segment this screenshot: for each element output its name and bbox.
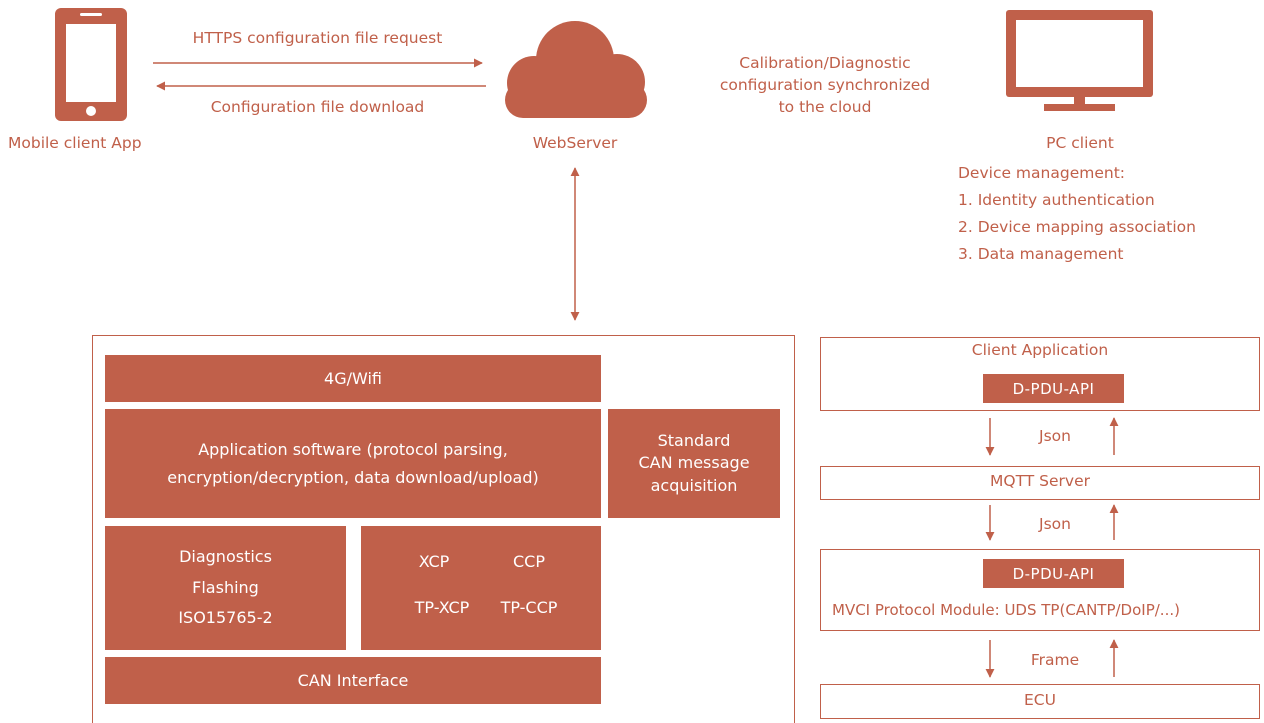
can-acquisition-line: acquisition — [650, 475, 738, 495]
tp-xcp-label: TP-XCP — [414, 598, 470, 617]
json-label-2: Json — [1039, 515, 1071, 533]
pc-client-label: PC client — [1046, 134, 1114, 152]
application-software-block: Application software (protocol parsing, … — [105, 409, 601, 518]
device-management-title: Device management: — [958, 164, 1125, 182]
can-interface-label: CAN Interface — [297, 670, 409, 690]
request-label: HTTPS configuration file request — [192, 29, 443, 47]
download-label: Configuration file download — [210, 98, 425, 116]
ecu-box — [820, 684, 1260, 719]
device-management-item: 1. Identity authentication — [958, 191, 1155, 209]
can-acquisition-line: Standard — [657, 430, 731, 450]
monitor-icon — [1006, 10, 1153, 111]
can-acquisition-line: CAN message — [638, 453, 750, 473]
device-frame — [92, 335, 795, 723]
sync-line: to the cloud — [778, 98, 872, 116]
pdu-api-bottom: D-PDU-API — [983, 559, 1124, 588]
device-management-item: 2. Device mapping association — [958, 218, 1196, 236]
xcp-label: XCP — [418, 552, 450, 571]
mqtt-server-box — [820, 466, 1260, 500]
sync-line: Calibration/Diagnostic — [739, 54, 911, 72]
tp-ccp-label: TP-CCP — [500, 598, 558, 617]
diagnostics-line: Flashing — [192, 577, 259, 597]
ecu-label: ECU — [1024, 691, 1056, 709]
frame-label: Frame — [1030, 651, 1080, 669]
mqtt-server-label: MQTT Server — [990, 472, 1090, 490]
webserver-label: WebServer — [532, 134, 618, 152]
sync-note: Calibration/Diagnostic configuration syn… — [680, 52, 970, 118]
diagnostics-block: Diagnostics Flashing ISO15765-2 — [105, 526, 346, 650]
protocols-block: XCP CCP TP-XCP TP-CCP — [361, 526, 601, 650]
mobile-client-label: Mobile client App — [8, 134, 142, 152]
phone-icon — [55, 8, 127, 121]
application-software-line: encryption/decryption, data download/upl… — [167, 467, 539, 487]
pdu-api-top-label: D-PDU-API — [1012, 379, 1095, 398]
cloud-icon — [505, 21, 647, 118]
sync-line: configuration synchronized — [719, 76, 931, 94]
json-label-1: Json — [1039, 427, 1071, 445]
client-application-label: Client Application — [971, 341, 1109, 359]
pdu-api-bottom-label: D-PDU-API — [1012, 564, 1095, 583]
diagnostics-line: ISO15765-2 — [178, 608, 273, 628]
application-software-line: Application software (protocol parsing, — [198, 439, 508, 459]
device-management-list: Device management: 1. Identity authentic… — [958, 160, 1196, 268]
can-interface-block: CAN Interface — [105, 657, 601, 704]
wifi-block: 4G/Wifi — [105, 355, 601, 402]
pdu-api-top: D-PDU-API — [983, 374, 1124, 403]
diagnostics-line: Diagnostics — [179, 547, 272, 567]
mvci-label: MVCI Protocol Module: UDS TP(CANTP/DoIP/… — [832, 601, 1180, 619]
device-management-item: 3. Data management — [958, 245, 1124, 263]
wifi-label: 4G/Wifi — [324, 368, 382, 388]
can-acquisition-block: Standard CAN message acquisition — [608, 409, 780, 518]
ccp-label: CCP — [513, 552, 545, 571]
